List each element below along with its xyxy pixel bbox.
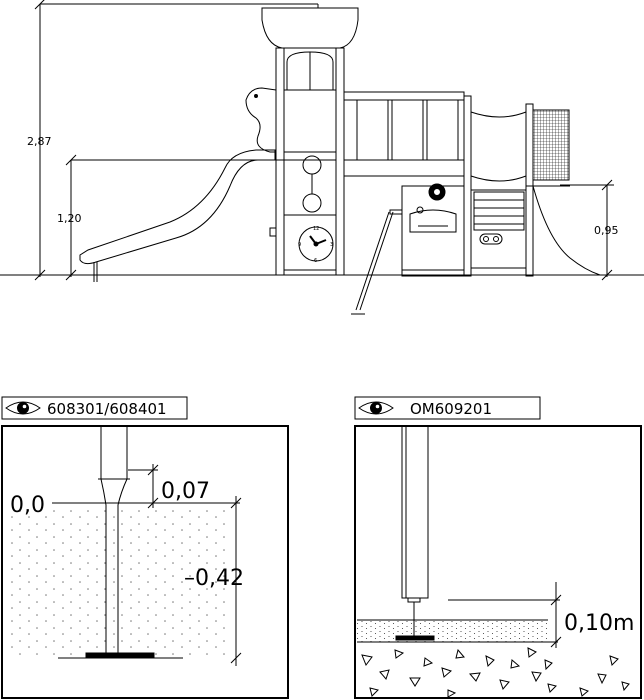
clearance-label: 0,10m: [564, 611, 634, 636]
dimension-platform-height: 0,95: [560, 179, 619, 281]
concrete-layer: [361, 647, 630, 698]
dimension-clearance: 0,10m: [448, 582, 634, 648]
detail-left-header: 608301/608401: [47, 400, 167, 418]
tower: [261, 4, 359, 276]
tube-slide: [532, 185, 601, 276]
dimension-slide-height: 1,20: [57, 154, 295, 281]
svg-text:12: 12: [313, 226, 319, 232]
net-panel: [526, 109, 570, 187]
detail-right-frame: [354, 425, 642, 699]
playground-elevation: 2,87 1,20 0,95: [0, 0, 644, 315]
svg-text:3: 3: [330, 242, 333, 248]
dimension-top-offset: 0,07: [128, 464, 210, 509]
right-platform: [463, 95, 534, 277]
svg-text:9: 9: [298, 242, 301, 248]
fireman-pole: [351, 211, 394, 315]
post: [395, 425, 435, 641]
depth-label: –0,42: [184, 566, 244, 591]
detail-left-frame: [1, 425, 289, 699]
dim-label-platform-height: 0,95: [594, 224, 619, 237]
ground-fill: [4, 505, 229, 657]
detail-left-header-box: [1, 396, 188, 420]
post-foot: [58, 425, 183, 659]
detail-right-header: OM609201: [410, 400, 492, 418]
shell-panel: [245, 87, 277, 153]
dimension-total-height: 2,87: [27, 0, 318, 281]
eye-icon: [5, 401, 41, 415]
dim-label-slide-height: 1,20: [57, 212, 82, 225]
dim-label-total-height: 2,87: [27, 135, 52, 148]
svg-text:6: 6: [314, 258, 317, 264]
dimension-depth: –0,42: [184, 496, 244, 666]
detail-right: OM609201: [354, 396, 642, 699]
detail-right-header-box: [354, 396, 541, 420]
bridge: [343, 91, 465, 177]
play-panel: [389, 183, 465, 277]
clock-panel: 12 3 6 9: [298, 226, 334, 264]
eye-icon: [358, 401, 394, 415]
slide: [79, 149, 276, 282]
top-offset-label: 0,07: [161, 479, 210, 504]
rubber-layer: [357, 620, 547, 642]
detail-left: 608301/608401 0,0 0,07 –0,4: [1, 396, 289, 699]
ground-level-label: 0,0: [10, 493, 45, 518]
